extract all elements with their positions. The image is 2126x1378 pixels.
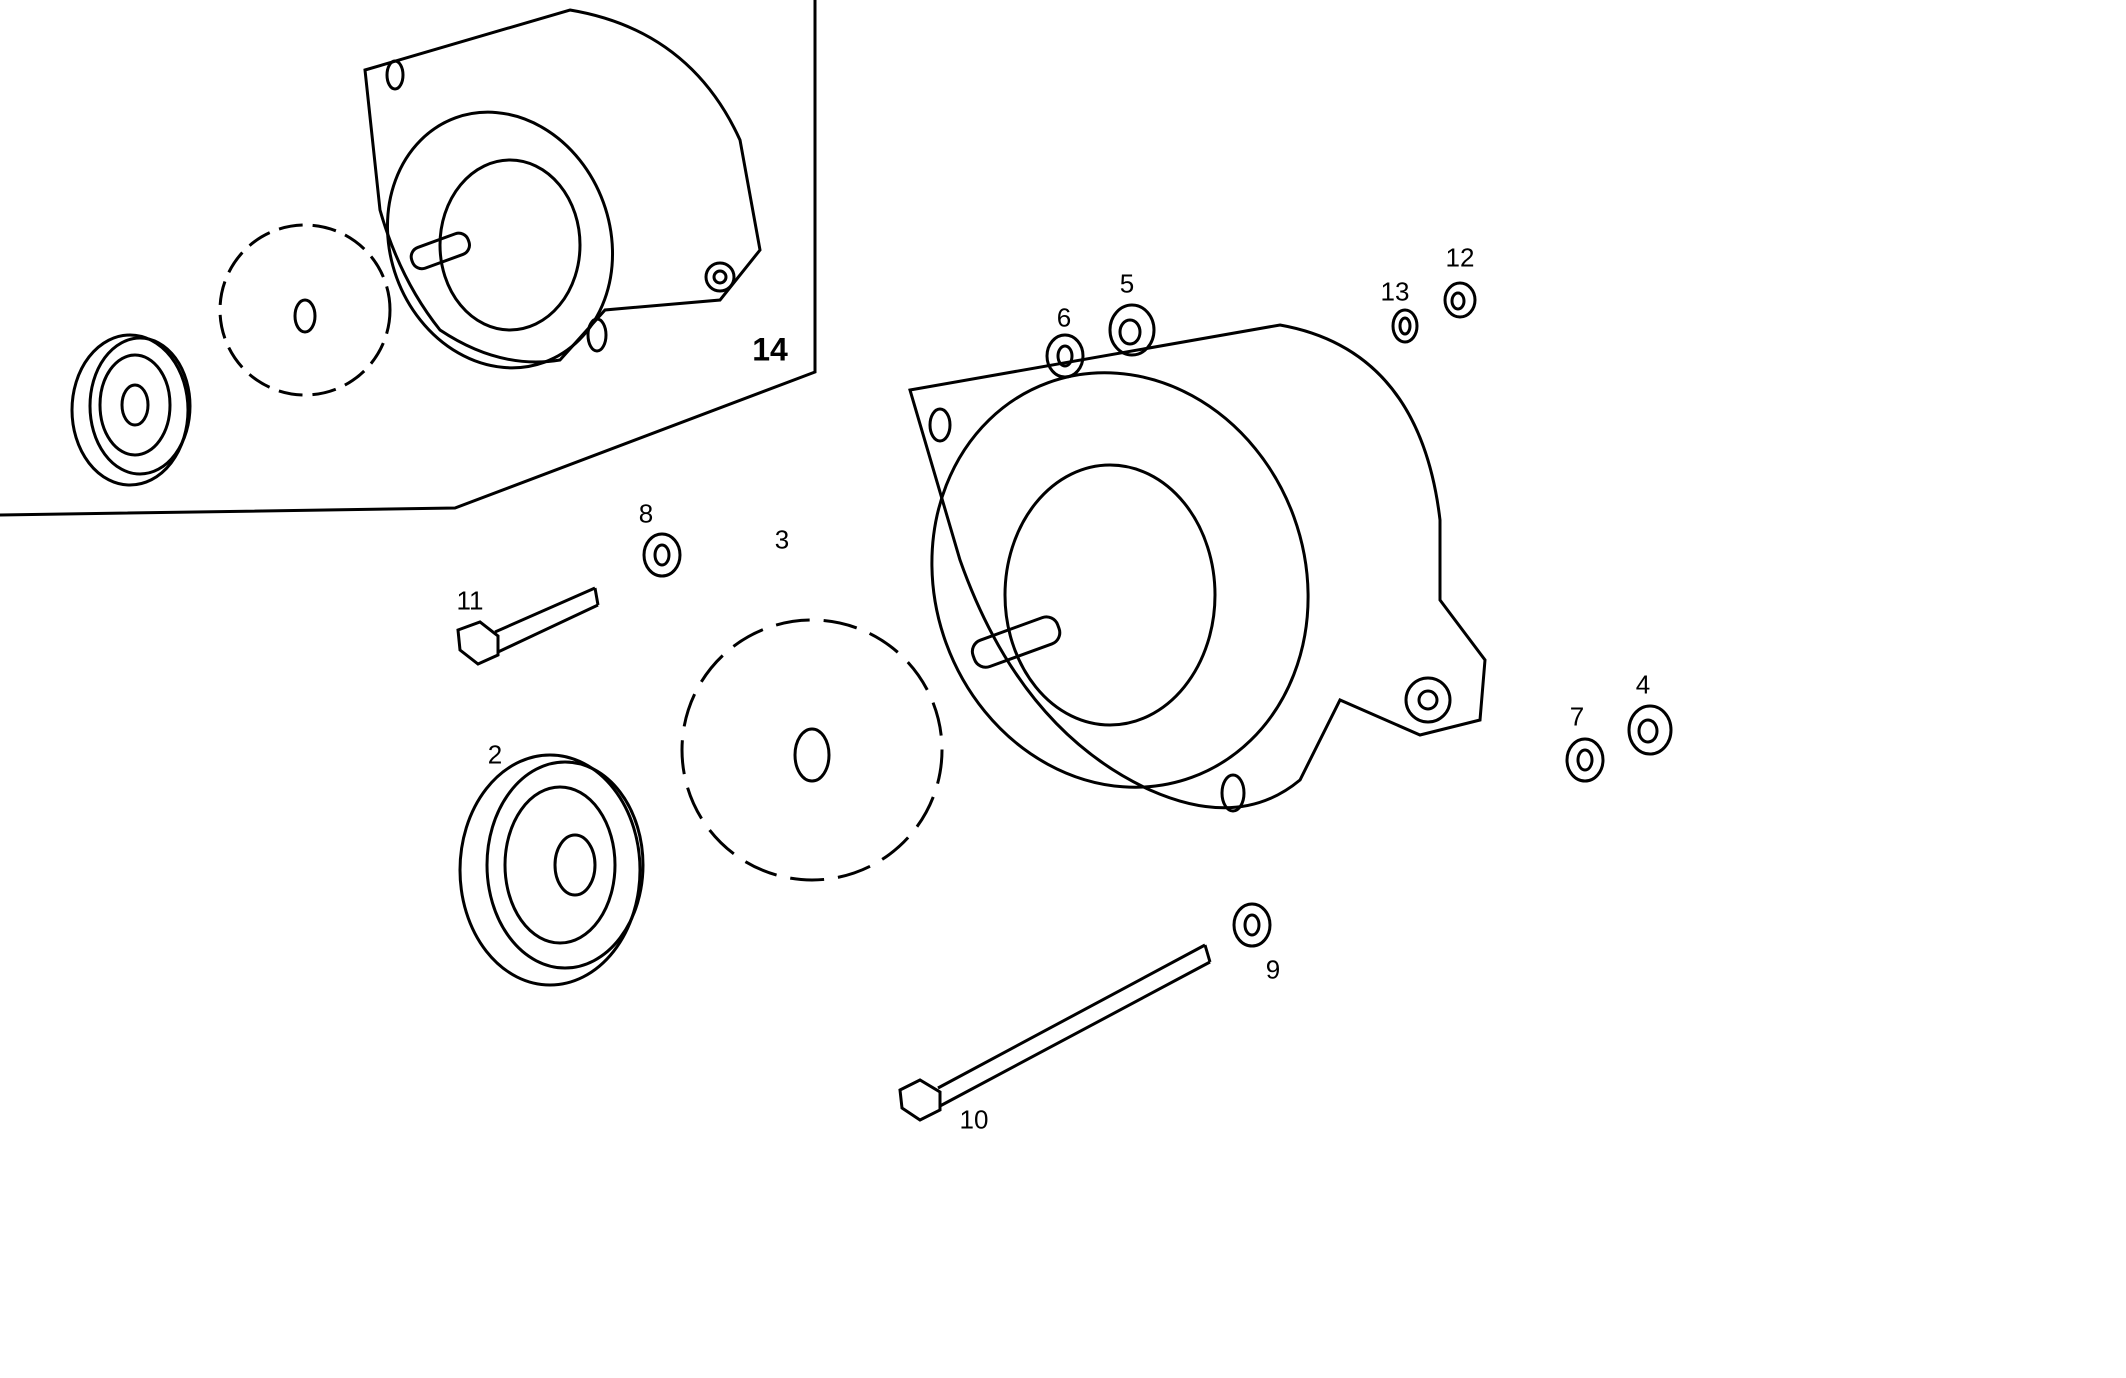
main-pulley [458,753,645,987]
callout-3: 3 [774,524,790,555]
callout-12: 12 [1445,242,1475,273]
small-parts [642,281,1673,948]
callout-4: 4 [1635,669,1651,700]
bolt-10 [898,943,1212,1122]
main-fan [680,618,944,882]
callout-14: 14 [752,331,788,368]
callout-11: 11 [456,585,484,616]
inset-fan [218,223,392,397]
main-alternator [908,323,1487,813]
callout-5: 5 [1119,268,1135,299]
inset-frame [0,0,817,517]
callout-9: 9 [1265,954,1281,985]
inset-alternator [363,8,762,370]
callout-10: 10 [959,1104,989,1135]
callout-6: 6 [1056,302,1072,333]
callout-8: 8 [638,498,654,529]
bolt-11 [456,586,600,666]
callout-7: 7 [1569,701,1585,732]
callout-13: 13 [1380,276,1410,307]
callout-2: 2 [487,739,503,770]
inset-pulley [70,333,192,487]
